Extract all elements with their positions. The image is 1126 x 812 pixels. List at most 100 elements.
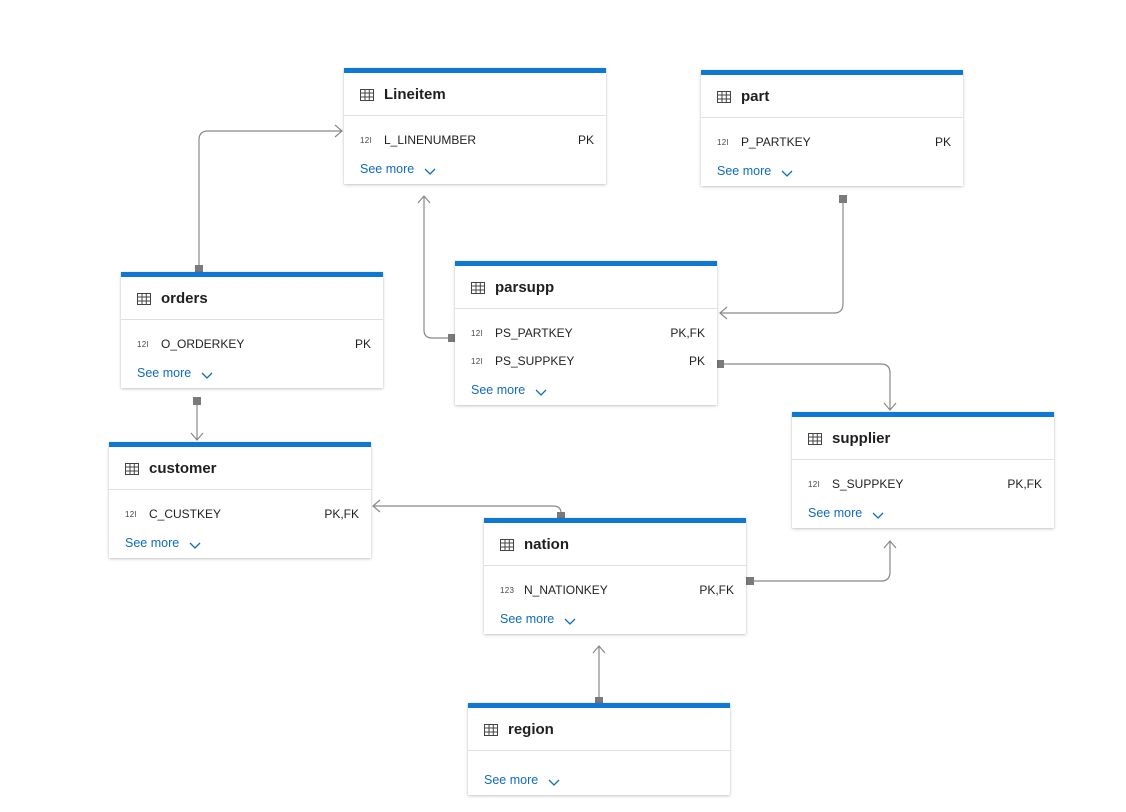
see-more-label: See more — [360, 162, 415, 176]
column-row[interactable]: 12l O_ORDERKEY PK — [121, 330, 383, 358]
arrowhead-icon — [719, 306, 728, 320]
chevron-down-icon — [872, 509, 884, 519]
table-card-supplier[interactable]: supplier 12l S_SUPPKEY PK,FK See more — [792, 412, 1054, 528]
table-name: region — [508, 720, 554, 738]
relationship-parsupp-lineitem[interactable] — [417, 195, 456, 342]
table-grid-icon — [137, 292, 151, 305]
relationship-part-parsupp[interactable] — [719, 195, 847, 320]
numeric-type-icon: 12l — [717, 137, 729, 147]
chevron-down-icon — [548, 776, 560, 786]
numeric-type-icon: 12l — [808, 479, 820, 489]
column-row[interactable]: 12l S_SUPPKEY PK,FK — [792, 470, 1054, 498]
table-name: parsupp — [495, 278, 555, 296]
table-card-header[interactable]: part — [701, 75, 963, 118]
column-name: O_ORDERKEY — [161, 337, 245, 351]
table-card-orders[interactable]: orders 12l O_ORDERKEY PK See more — [121, 272, 383, 388]
table-card-customer[interactable]: customer 12l C_CUSTKEY PK,FK See more — [109, 442, 371, 558]
column-name: N_NATIONKEY — [524, 583, 608, 597]
chevron-down-icon — [564, 615, 576, 625]
table-grid-icon — [484, 723, 498, 736]
see-more-button[interactable]: See more — [792, 498, 1054, 528]
see-more-label: See more — [125, 536, 180, 550]
chevron-down-icon — [189, 539, 201, 549]
table-card-header[interactable]: parsupp — [455, 266, 717, 309]
key-badge: PK — [934, 135, 951, 149]
arrowhead-icon — [372, 499, 381, 513]
see-more-button[interactable]: See more — [109, 528, 371, 558]
table-card-header[interactable]: region — [468, 708, 730, 751]
column-row[interactable]: 12l P_PARTKEY PK — [701, 128, 963, 156]
relationship-nation-supplier[interactable] — [746, 540, 897, 585]
key-badge: PK,FK — [1007, 477, 1042, 491]
table-grid-icon — [360, 88, 374, 101]
see-more-button[interactable]: See more — [701, 156, 963, 186]
numeric-type-icon: 12l — [125, 509, 137, 519]
key-badge: PK — [577, 133, 594, 147]
column-name: PS_SUPPKEY — [495, 354, 575, 368]
see-more-label: See more — [137, 366, 192, 380]
table-card-header[interactable]: supplier — [792, 417, 1054, 460]
table-name: nation — [524, 535, 569, 553]
table-card-header[interactable]: customer — [109, 447, 371, 490]
key-badge: PK,FK — [324, 507, 359, 521]
key-badge: PK — [688, 354, 705, 368]
column-name: P_PARTKEY — [741, 135, 811, 149]
table-grid-icon — [471, 281, 485, 294]
relationship-parsupp-supplier[interactable] — [716, 360, 897, 411]
connector-handle — [716, 360, 724, 368]
column-list: 12l P_PARTKEY PK — [701, 118, 963, 156]
arrowhead-icon — [417, 195, 431, 204]
table-card-header[interactable]: Lineitem — [344, 73, 606, 116]
table-grid-icon — [717, 90, 731, 103]
see-more-button[interactable]: See more — [484, 604, 746, 634]
table-card-header[interactable]: orders — [121, 277, 383, 320]
key-badge: PK,FK — [670, 326, 705, 340]
numeric-type-icon: 12l — [137, 339, 149, 349]
relationship-nation-customer[interactable] — [372, 499, 565, 520]
relationship-region-nation[interactable] — [592, 645, 606, 705]
table-grid-icon — [808, 432, 822, 445]
column-list: 12l S_SUPPKEY PK,FK — [792, 460, 1054, 498]
see-more-label: See more — [500, 612, 555, 626]
connector-handle — [195, 265, 203, 273]
key-badge: PK — [354, 337, 371, 351]
connector-handle — [193, 397, 201, 405]
see-more-button[interactable]: See more — [344, 154, 606, 184]
table-card-part[interactable]: part 12l P_PARTKEY PK See more — [701, 70, 963, 186]
see-more-button[interactable]: See more — [468, 765, 730, 795]
table-card-header[interactable]: nation — [484, 523, 746, 566]
see-more-button[interactable]: See more — [455, 375, 717, 405]
see-more-button[interactable]: See more — [121, 358, 383, 388]
table-name: part — [741, 87, 770, 105]
arrowhead-icon — [334, 124, 343, 138]
relationship-orders-customer[interactable] — [190, 397, 204, 441]
relationship-orders-lineitem[interactable] — [195, 124, 343, 273]
see-more-label: See more — [471, 383, 526, 397]
key-badge: PK,FK — [699, 583, 734, 597]
table-grid-icon — [125, 462, 139, 475]
numeric-type-icon: 12l — [471, 328, 483, 338]
table-name: Lineitem — [384, 85, 446, 103]
column-name: C_CUSTKEY — [149, 507, 222, 521]
chevron-down-icon — [424, 165, 436, 175]
column-name: S_SUPPKEY — [832, 477, 904, 491]
connector-handle — [595, 697, 603, 705]
column-row[interactable]: 12l C_CUSTKEY PK,FK — [109, 500, 371, 528]
column-list — [468, 751, 730, 765]
table-name: orders — [161, 289, 208, 307]
arrowhead-icon — [883, 402, 897, 411]
chevron-down-icon — [781, 167, 793, 177]
numeric-type-icon: 12l — [360, 135, 372, 145]
